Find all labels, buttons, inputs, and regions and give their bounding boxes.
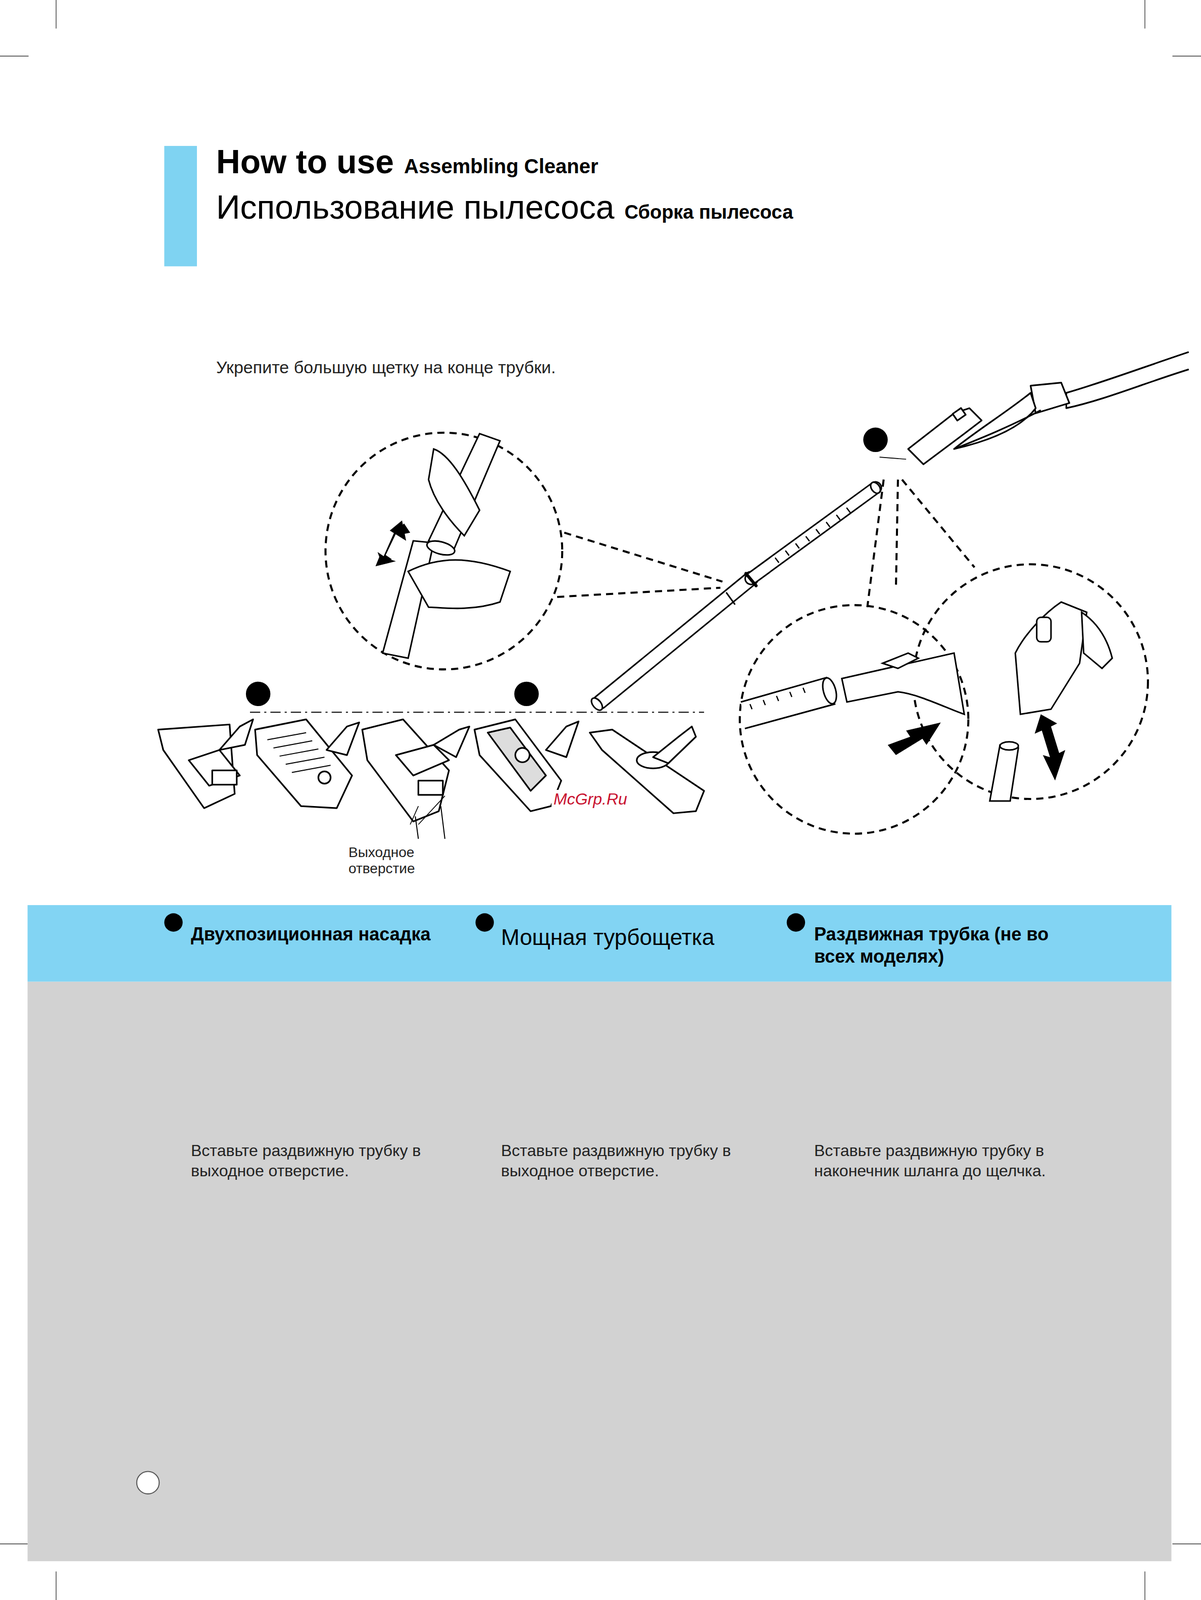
column-heading: Раздвижная трубка (не во всех моделях) <box>814 923 1087 968</box>
part-label: Выходное отверстие <box>348 844 450 877</box>
subtitle: Assembling Cleaner <box>404 155 599 178</box>
leader-lines <box>410 795 445 825</box>
title-line: How to use Assembling Cleaner <box>216 142 599 181</box>
column-body: Вставьте раздвижную трубку в выходное от… <box>501 1140 754 1181</box>
blue-band <box>27 905 1172 982</box>
column-block: Раздвижная трубка (не во всех моделях) Вс… <box>814 923 1097 1186</box>
handle-detail <box>989 602 1113 802</box>
hose-handle <box>879 352 1189 465</box>
tube-outlet-detail <box>740 653 965 756</box>
column-block: Мощная турбощеткаВставьте раздвижную тру… <box>501 923 784 1186</box>
dash-dot-line <box>249 711 705 713</box>
tube <box>589 480 883 713</box>
instruction-text: Укрепите большую щетку на конце трубки. <box>216 357 557 378</box>
page-number-circle <box>136 1471 160 1494</box>
grey-panel <box>27 981 1172 1562</box>
column-heading: Двухпозиционная насадка <box>190 923 464 946</box>
hands-detail <box>375 433 511 659</box>
title-ru: Использование пылесоса <box>216 187 615 227</box>
accent-bar <box>164 145 197 267</box>
column-body: Вставьте раздвижную трубку в выходное от… <box>190 1140 444 1181</box>
column-body: Вставьте раздвижную трубку в наконечник … <box>814 1140 1067 1181</box>
column-heading: Мощная турбощетка <box>501 924 774 951</box>
watermark: McGrp.Ru <box>551 789 630 809</box>
subtitle-ru: Сборка пылесоса <box>624 201 794 224</box>
title-line-ru: Использование пылесоса Сборка пылесоса <box>216 187 793 227</box>
column-block: Двухпозиционная насадкаВставьте раздвижн… <box>190 923 474 1186</box>
callout-dots <box>245 427 888 707</box>
nozzles <box>158 719 705 839</box>
title: How to use <box>216 142 394 181</box>
detail-circles <box>325 432 1148 834</box>
